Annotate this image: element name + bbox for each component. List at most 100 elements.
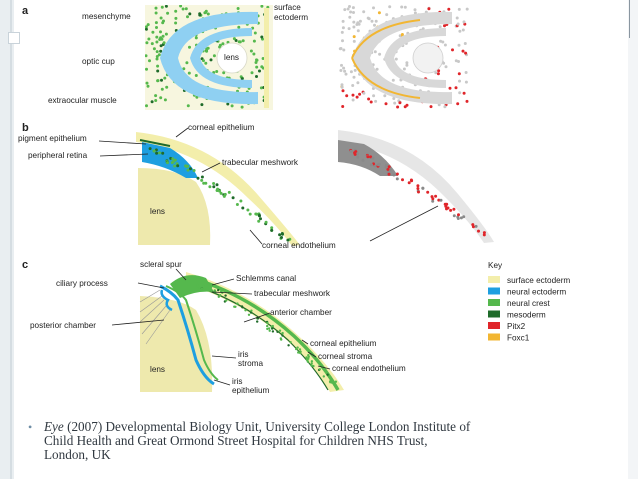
expression-dot <box>396 105 400 109</box>
expression-dot <box>398 34 402 38</box>
mesenchyme-dot <box>161 34 165 38</box>
label-corneal-endothelium-c: corneal endothelium <box>332 364 406 373</box>
neural-crest-dot <box>166 161 169 165</box>
expression-dot <box>372 94 376 98</box>
neural-crest-dot <box>200 178 204 182</box>
expression-dot <box>443 24 446 28</box>
panel-b-pigment-layer <box>139 139 171 147</box>
mesenchyme-dot <box>159 96 163 100</box>
expression-dot <box>342 66 346 70</box>
expression-dot <box>343 8 347 12</box>
expression-dot <box>356 155 360 159</box>
expression-dot <box>413 8 417 12</box>
mesenchyme-dot <box>159 36 163 40</box>
mesenchyme-dot <box>250 71 254 75</box>
mesenchyme-dot <box>202 59 205 63</box>
expression-dot <box>427 7 431 11</box>
expression-dot <box>410 179 414 183</box>
expression-dot <box>370 19 374 23</box>
legend-title: Key <box>488 261 503 270</box>
expression-dot <box>457 7 461 11</box>
label-iris-stroma-1: iris <box>238 350 248 359</box>
mesenchyme-dot <box>156 64 160 68</box>
stroma-dot <box>266 324 269 328</box>
mesenchyme-dot <box>260 5 264 8</box>
neural-crest-dot <box>248 212 252 216</box>
mesenchyme-dot <box>255 65 259 69</box>
expression-dot <box>464 71 468 74</box>
panel-b-neural-crest-dots <box>148 147 292 242</box>
mesenchyme-dot <box>155 35 159 39</box>
expression-dot <box>388 5 392 9</box>
mesenchyme-dot <box>226 102 230 106</box>
mesenchyme-dot <box>163 76 167 80</box>
mesenchyme-dot <box>174 21 178 25</box>
expression-dot <box>446 206 450 210</box>
mesenchyme-dot <box>188 45 191 49</box>
stroma-dot <box>202 284 205 288</box>
mesenchyme-dot <box>194 74 198 77</box>
mesenchyme-dot <box>236 7 240 10</box>
stroma-dot <box>218 294 222 297</box>
expression-dot <box>457 60 460 63</box>
expression-dot <box>465 99 469 103</box>
expression-dot <box>373 50 377 54</box>
stroma-dot <box>281 334 284 337</box>
expression-dot <box>457 43 461 47</box>
expression-dot <box>443 105 447 109</box>
mesenchyme-dot <box>206 12 210 16</box>
neural-crest-dot <box>246 208 250 212</box>
stroma-dot <box>278 329 282 332</box>
stroma-dot <box>250 309 253 312</box>
mesenchyme-dot <box>145 25 148 29</box>
expression-dot <box>456 217 460 220</box>
neural-crest-dot <box>152 149 156 153</box>
neural-crest-dot <box>158 151 161 155</box>
legend-swatch <box>488 299 500 306</box>
mesenchyme-dot <box>174 16 178 20</box>
stroma-dot <box>217 288 220 292</box>
expression-dot <box>356 29 360 33</box>
expression-dot <box>351 93 355 97</box>
mesenchyme-dot <box>156 79 160 83</box>
neural-crest-dot <box>192 169 196 172</box>
expression-dot <box>369 155 373 159</box>
neural-crest-dot <box>231 196 235 200</box>
expression-dot <box>416 187 420 190</box>
mesenchyme-dot <box>221 42 225 46</box>
neural-crest-dot <box>281 232 284 236</box>
label-pigment-epithelium: pigment epithelium <box>18 134 87 143</box>
expression-dot <box>339 69 343 72</box>
neural-crest-dot <box>212 185 216 189</box>
mesenchyme-dot <box>154 99 158 102</box>
panel-c-trabecular-meshwork <box>170 275 214 298</box>
stroma-dot <box>247 313 251 316</box>
expression-dot <box>462 20 466 24</box>
label-posterior-chamber: posterior chamber <box>30 321 96 330</box>
stroma-dot <box>299 350 302 353</box>
neural-crest-dot <box>218 189 222 193</box>
mesenchyme-dot <box>146 23 150 27</box>
mesenchyme-dot <box>240 77 244 81</box>
expression-dot <box>434 194 438 198</box>
stroma-dot <box>209 285 213 289</box>
mesenchyme-dot <box>205 49 209 53</box>
mesenchyme-dot <box>145 27 148 31</box>
expression-dot <box>378 52 382 56</box>
expression-dot <box>437 198 441 202</box>
mesenchyme-dot <box>163 98 167 102</box>
panel-c-corneal-stroma <box>191 276 340 391</box>
expression-dot <box>355 95 359 99</box>
expression-dot <box>458 79 461 83</box>
expression-dot <box>385 13 389 17</box>
stroma-dot <box>249 311 253 314</box>
stroma-dot <box>326 373 329 376</box>
mesenchyme-dot <box>237 25 241 29</box>
stroma-dot <box>322 375 325 378</box>
expression-dot <box>400 5 404 9</box>
expression-dot <box>482 231 486 235</box>
neural-crest-dot <box>208 185 212 189</box>
neural-crest-dot <box>185 165 189 168</box>
panel-a-foxc1-band-bottom <box>351 57 421 99</box>
